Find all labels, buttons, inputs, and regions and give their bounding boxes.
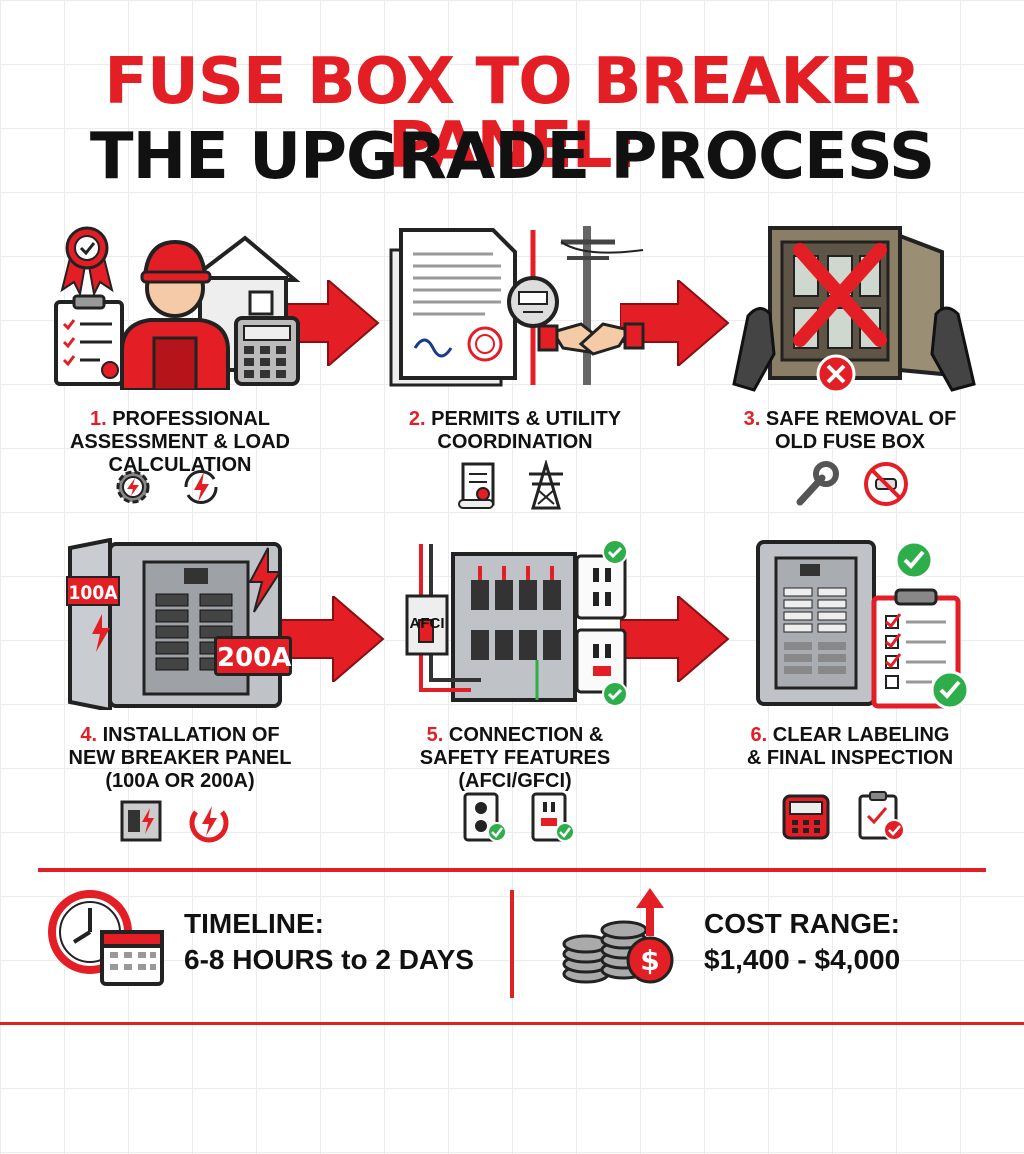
step-4-line-3: (100A OR 200A) xyxy=(105,770,255,792)
clipboard-check-icon xyxy=(858,791,905,841)
step-4-line-1: INSTALLATION OF xyxy=(102,724,280,746)
step-2-icons xyxy=(455,460,569,510)
lightning-bolt-icon xyxy=(248,547,282,613)
old-amp-tag: 100A xyxy=(66,576,120,606)
step-5-number: 5. xyxy=(426,724,444,746)
cost-summary: COST RANGE: $1,400 - $4,000 xyxy=(704,906,900,978)
step-3-line-2: OLD FUSE BOX xyxy=(774,431,925,453)
step-4-label: 4. INSTALLATION OF NEW BREAKER PANEL (10… xyxy=(0,724,360,793)
timeline-value: 6-8 HOURS to 2 DAYS xyxy=(184,944,474,975)
step-4-illustration xyxy=(68,538,282,710)
step-4-number: 4. xyxy=(80,724,98,746)
gfci-outlet-icon xyxy=(575,554,627,694)
summary-bottom-rule xyxy=(0,1022,1024,1025)
summary-top-rule xyxy=(38,868,986,872)
step-2-line-2: COORDINATION xyxy=(437,431,593,453)
gfci-outlet-check-icon xyxy=(531,792,575,842)
check-badge-icon xyxy=(894,540,970,710)
step-6-icons xyxy=(780,790,906,842)
step-6-label: 6. CLEAR LABELING & FINAL INSPECTION xyxy=(670,724,1024,770)
afci-breaker-icon xyxy=(405,594,449,656)
afci-tag: AFCI xyxy=(409,615,445,632)
step-5-line-1: CONNECTION & xyxy=(448,724,604,746)
step-5-line-3: (AFCI/GFCI) xyxy=(458,770,572,792)
timeline-illustration xyxy=(48,890,164,986)
cycle-bolt-icon xyxy=(184,469,218,505)
power-cycle-icon xyxy=(189,806,229,843)
timeline-summary: TIMELINE: 6-8 HOURS to 2 DAYS xyxy=(184,906,474,978)
dollar-arrow-icon: $ xyxy=(626,888,674,984)
step-2-line-1: PERMITS & UTILITY xyxy=(431,408,622,430)
step-1-illustration xyxy=(54,226,301,390)
step-5-label: 5. CONNECTION & SAFETY FEATURES (AFCI/GF… xyxy=(335,724,695,793)
step-3: 3. SAFE REMOVAL OF OLD FUSE BOX xyxy=(680,220,1020,520)
step-6-number: 6. xyxy=(750,724,768,746)
step-5-icons xyxy=(461,792,575,844)
handshake-icon xyxy=(537,322,645,356)
permit-document-icon xyxy=(389,228,517,387)
timeline-heading: TIMELINE: xyxy=(184,908,324,939)
electric-meter-icon xyxy=(507,230,559,385)
step-6-line-2: & FINAL INSPECTION xyxy=(746,747,954,769)
transmission-tower-icon xyxy=(529,460,563,510)
arrow-step5-to-step6 xyxy=(620,596,730,682)
inspection-clipboard-icon xyxy=(871,588,961,709)
step-6-line-1: CLEAR LABELING xyxy=(772,724,950,746)
summary-divider xyxy=(510,890,514,998)
cost-heading: COST RANGE: xyxy=(704,908,900,939)
electrician-icon xyxy=(120,239,230,390)
step-1-number: 1. xyxy=(89,408,107,430)
clipboard-checklist-icon xyxy=(54,294,124,386)
step-3-illustration xyxy=(732,226,976,394)
calendar-icon xyxy=(100,930,164,986)
step-2: 2. PERMITS & UTILITY COORDINATION xyxy=(345,220,685,520)
step-2-label: 2. PERMITS & UTILITY COORDINATION xyxy=(335,408,695,454)
step-1-line-1: PROFESSIONAL xyxy=(112,408,271,430)
cost-value: $1,400 - $4,000 xyxy=(704,944,901,975)
step-5-line-2: SAFETY FEATURES xyxy=(419,747,611,769)
scroll-certificate-icon xyxy=(458,462,495,509)
breaker-panel-icon xyxy=(68,538,282,710)
award-ribbon-icon xyxy=(60,226,114,298)
step-3-number: 3. xyxy=(743,408,761,430)
red-x-icon xyxy=(793,243,887,347)
cost-illustration: $ xyxy=(562,888,674,984)
page-title-line-1: FUSE BOX TO BREAKER PANEL: xyxy=(104,45,921,183)
step-3-icons xyxy=(792,460,910,508)
step-5-illustration xyxy=(405,540,628,707)
step-1-label: 1. PROFESSIONAL ASSESSMENT & LOAD CALCUL… xyxy=(0,408,360,477)
step-4-icons xyxy=(118,798,232,844)
gear-bolt-icon xyxy=(116,470,150,504)
step-5: AFCI 5. CONNECTION & SAFETY FEATURES (AF… xyxy=(345,536,685,846)
step-6: 6. CLEAR LABELING & FINAL INSPECTION xyxy=(680,536,1020,846)
page-title-line-2: THE UPGRADE PROCESS xyxy=(89,120,935,194)
step-6-illustration xyxy=(756,540,970,710)
step-1-line-2: ASSESSMENT & LOAD CALCULATION xyxy=(69,431,291,476)
step-4: 100A 200A 4. INSTALLATION OF NEW BREAKER… xyxy=(10,536,350,846)
duplex-outlet-check-icon xyxy=(463,792,507,842)
step-2-illustration xyxy=(389,226,645,387)
gloved-hands-icon xyxy=(732,306,976,392)
prohibited-circle-icon xyxy=(816,354,856,394)
step-1-icons xyxy=(110,464,224,510)
step-2-number: 2. xyxy=(408,408,426,430)
utility-pole-icon xyxy=(560,226,644,385)
multimeter-icon xyxy=(782,794,830,840)
calculator-icon xyxy=(234,316,300,386)
switch-bolt-icon xyxy=(120,800,162,842)
new-amp-tag: 200A xyxy=(214,636,292,676)
step-3-line-1: SAFE REMOVAL OF xyxy=(765,408,957,430)
step-4-line-2: NEW BREAKER PANEL xyxy=(68,747,292,769)
step-3-label: 3. SAFE REMOVAL OF OLD FUSE BOX xyxy=(670,408,1024,454)
step-1: 1. PROFESSIONAL ASSESSMENT & LOAD CALCUL… xyxy=(10,220,350,520)
wrench-icon xyxy=(796,461,839,506)
check-badge-icon xyxy=(602,540,628,707)
labeled-panel-icon xyxy=(756,540,876,706)
no-fuse-icon xyxy=(864,462,908,506)
svg-text:$: $ xyxy=(640,944,659,977)
wired-panel-icon xyxy=(419,544,577,702)
